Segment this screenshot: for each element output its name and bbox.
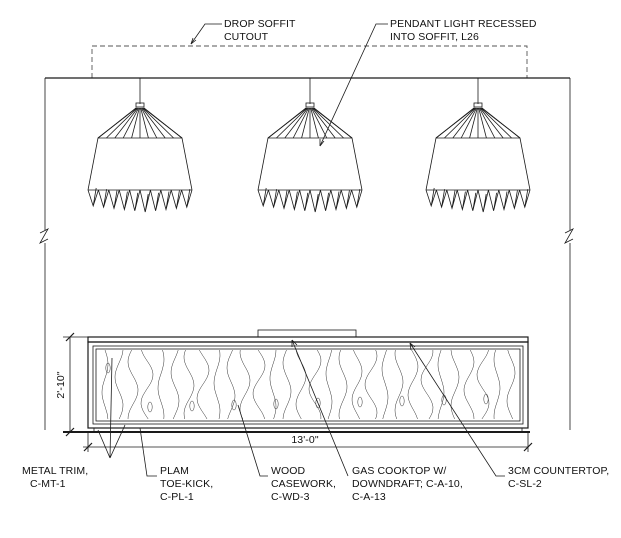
drop-soffit-outline: [91, 45, 528, 78]
right-wall-upper: [563, 78, 575, 244]
drop-soffit-label: DROP SOFFIT CUTOUT: [224, 18, 298, 43]
leader-lines: [97, 23, 505, 477]
left-wall-upper: [38, 78, 50, 244]
casework-frame: [87, 341, 529, 429]
pendant-light: [425, 78, 531, 213]
pendant-label: PENDANT LIGHT RECESSED INTO SOFFIT, L26: [390, 18, 540, 43]
width-dimension-text: 13'-0": [291, 434, 319, 446]
countertop: [87, 336, 529, 343]
height-dimension-text: 2'-10": [55, 371, 67, 399]
pendant-lights: [87, 78, 531, 213]
pendant-light: [87, 78, 193, 213]
width-dimension: 13'-0": [83, 432, 533, 452]
wood-label: WOOD CASEWORK, C-WD-3: [271, 465, 339, 503]
cooktop-label: GAS COOKTOP W/ DOWNDRAFT; C-A-10, C-A-13: [352, 465, 466, 503]
pendant-light: [257, 78, 363, 213]
countertop-label: 3CM COUNTERTOP, C-SL-2: [508, 465, 612, 490]
height-dimension: 2'-10": [55, 332, 88, 437]
wood-panel: [95, 348, 521, 422]
gas-cooktop: [257, 329, 357, 338]
plam-label: PLAM TOE-KICK, C-PL-1: [160, 465, 216, 503]
metal-trim-frame: [92, 345, 524, 425]
metal-trim-label: METAL TRIM, C-MT-1: [22, 465, 91, 490]
wood-grain-pattern: [101, 349, 516, 420]
